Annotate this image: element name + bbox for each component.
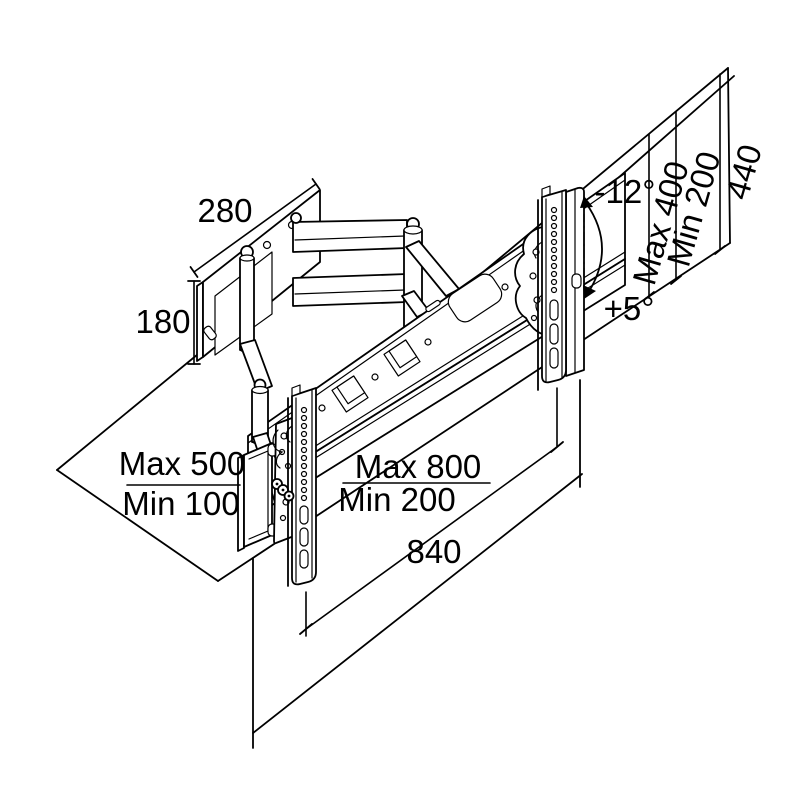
dimension-labels: 280 180 -12° +5° Max 400 Min 200 440 Max… bbox=[119, 140, 769, 570]
tilt-forward-label: +5° bbox=[604, 290, 655, 327]
bracket-height-label: 440 bbox=[718, 140, 769, 203]
articulating-arms bbox=[239, 212, 460, 393]
wall-extension-outline bbox=[252, 379, 583, 749]
spring-clip bbox=[271, 425, 295, 502]
dim-plate-height-label: 180 bbox=[135, 303, 190, 340]
left-vesa-rail bbox=[287, 384, 317, 587]
tilt-arrow-up bbox=[580, 196, 593, 208]
vesa-horizontal-max-label: Max 800 bbox=[355, 448, 482, 485]
tilt-arrow-down bbox=[583, 285, 596, 299]
right-rail-holes bbox=[550, 206, 558, 294]
left-rail-holes bbox=[300, 406, 308, 502]
arm-extension-max-label: Max 500 bbox=[119, 445, 246, 482]
right-vesa-rail bbox=[537, 185, 567, 391]
rail-length-label: 840 bbox=[406, 533, 461, 570]
dim-plate-width-label: 280 bbox=[197, 192, 252, 229]
dimension-lines bbox=[126, 73, 726, 637]
vesa-horizontal-min-label: Min 200 bbox=[338, 481, 455, 518]
tilt-indicator bbox=[580, 195, 603, 299]
arm-extension-min-label: Min 100 bbox=[122, 485, 239, 522]
tilt-back-label: -12° bbox=[595, 173, 656, 210]
right-back-bar bbox=[565, 186, 585, 377]
